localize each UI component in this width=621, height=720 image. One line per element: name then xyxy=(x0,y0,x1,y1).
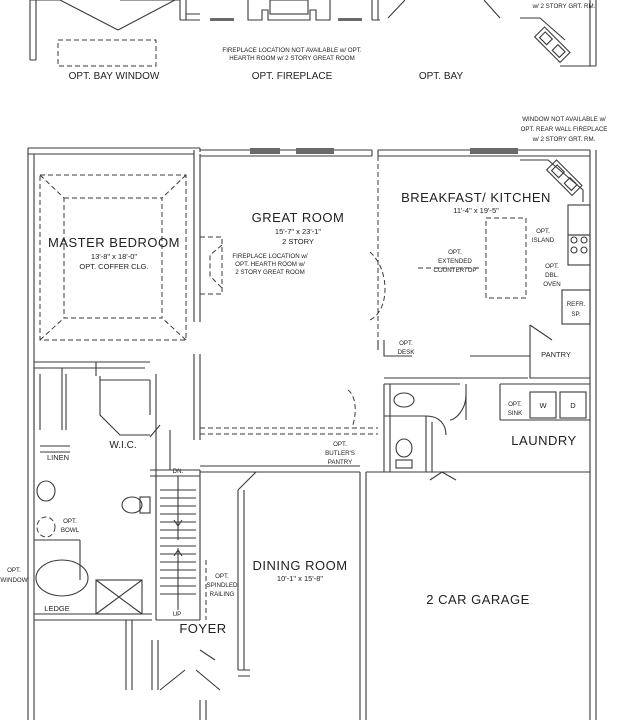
railing-line3: RAILING xyxy=(210,591,235,598)
butler-line3: PANTRY xyxy=(328,459,353,466)
refr-line1: REFR. xyxy=(567,301,586,308)
stair-treads xyxy=(160,476,196,610)
railing-line1: OPT. xyxy=(215,573,229,580)
desk-line1: OPT. xyxy=(399,340,413,347)
foyer-label: FOYER xyxy=(179,621,226,636)
dining-room-dims: 10'-1" x 15'-8" xyxy=(277,574,323,583)
island-line2: ISLAND xyxy=(532,237,555,244)
bowl-line1: OPT. xyxy=(63,518,77,525)
window-note-line1: WINDOW NOT AVAILABLE w/ xyxy=(522,116,606,123)
railing-line2: SPINDLED xyxy=(207,582,238,589)
stair-up-label: UP xyxy=(173,611,182,618)
sink-line1: OPT. xyxy=(508,401,522,408)
ext-counter-line2: EXTENDED xyxy=(438,258,472,265)
master-bedroom-dims: 13'-8" x 18'-0" xyxy=(91,252,137,261)
fireplace-note-line1: FIREPLACE LOCATION NOT AVAILABLE w/ OPT. xyxy=(222,47,361,54)
room-labels: WINDOW NOT AVAILABLE w/ OPT. REAR WALL F… xyxy=(0,116,607,636)
main-plan xyxy=(27,147,597,720)
island-line1: OPT. xyxy=(536,228,550,235)
fireplace-note-line2: HEARTH ROOM w/ 2 STORY GREAT ROOM xyxy=(229,55,355,62)
wic-label: W.I.C. xyxy=(109,440,136,451)
dining-room-name: DINING ROOM xyxy=(252,558,347,573)
garage-label: 2 CAR GARAGE xyxy=(426,592,530,607)
opt-bay-label: OPT. BAY xyxy=(419,71,464,82)
fireplace-location-line1: FIREPLACE LOCATION w/ xyxy=(232,253,307,260)
butler-line2: BUTLER'S xyxy=(325,450,355,457)
stair-dn-label: DN. xyxy=(173,468,184,475)
ext-counter-line1: OPT. xyxy=(448,249,462,256)
opt-fireplace-label: OPT. FIREPLACE xyxy=(252,71,333,82)
great-room-dims: 15'-7" x 23'-1" xyxy=(275,227,321,236)
butler-line1: OPT. xyxy=(333,441,347,448)
opt-window-line2: WINDOW xyxy=(0,577,27,584)
options-strip: w/ 2 STORY GRT. RM. FIREPLACE LOCATION N… xyxy=(29,0,597,82)
bowl-line2: BOWL xyxy=(61,527,80,534)
opt-bay-window-label: OPT. BAY WINDOW xyxy=(69,71,160,82)
master-bedroom-name: MASTER BEDROOM xyxy=(48,235,180,250)
window-note-line2: OPT. REAR WALL FIREPLACE xyxy=(521,126,608,133)
pantry-label: PANTRY xyxy=(541,350,571,359)
washer-label: W xyxy=(539,401,547,410)
fireplace-location-line2: OPT. HEARTH ROOM w/ xyxy=(235,261,305,268)
linen-label: LINEN xyxy=(47,453,69,462)
ledge-label: LEDGE xyxy=(44,604,69,613)
oven-line3: OVEN xyxy=(543,281,561,288)
breakfast-kitchen-dims: 11'-4" x 19'-5" xyxy=(453,206,499,215)
breakfast-kitchen-name: BREAKFAST/ KITCHEN xyxy=(401,190,551,205)
master-bedroom-note: OPT. COFFER CLG. xyxy=(79,262,148,271)
top-right-note: w/ 2 STORY GRT. RM. xyxy=(532,3,596,10)
fireplace-location-line3: 2 STORY GREAT ROOM xyxy=(235,269,305,276)
laundry-label: LAUNDRY xyxy=(511,433,576,448)
oven-line2: DBL. xyxy=(545,272,559,279)
sink-line2: SINK xyxy=(508,410,523,417)
great-room-name: GREAT ROOM xyxy=(252,210,345,225)
refr-line2: SP. xyxy=(571,311,580,318)
dryer-label: D xyxy=(570,401,576,410)
desk-line2: DESK xyxy=(398,349,416,356)
oven-line1: OPT. xyxy=(545,263,559,270)
great-room-note: 2 STORY xyxy=(282,237,314,246)
opt-window-line1: OPT. xyxy=(7,567,21,574)
ext-counter-line3: COUNTERTOP xyxy=(433,267,476,274)
window-note-line3: w/ 2 STORY GRT. RM. xyxy=(532,136,596,143)
